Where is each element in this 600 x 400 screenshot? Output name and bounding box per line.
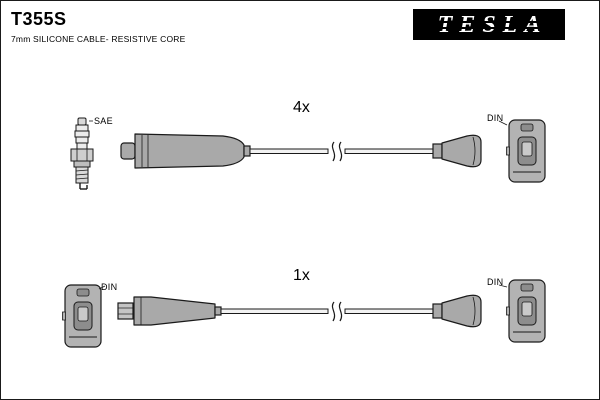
din-plug-icon (505, 119, 546, 183)
logo-stripe-icon (413, 27, 565, 29)
quantity-label-bottom: 1x (293, 267, 310, 284)
din-plug-icon (505, 279, 546, 343)
sae-label: SAE (94, 116, 113, 126)
cable-boot-top-right-icon (432, 134, 482, 168)
din-label-bottom-left: DIN (101, 282, 118, 292)
cable-top-icon (249, 141, 434, 162)
din-label-top-right: DIN (487, 113, 504, 123)
tesla-logo: TESLA (413, 9, 565, 40)
part-code: T355S (11, 9, 67, 29)
tesla-logo-text: TESLA (437, 11, 548, 38)
top-assembly-icon (70, 117, 546, 190)
break-symbol-icon (338, 301, 343, 322)
cable-boot-top-left-icon (120, 133, 251, 169)
cable-boot-bottom-left-icon (117, 296, 222, 326)
bottom-assembly-icon (61, 279, 546, 348)
break-symbol-icon (331, 141, 336, 162)
break-symbol-icon (338, 141, 343, 162)
din-label-bottom-right: DIN (487, 277, 504, 287)
logo-stripe-icon (413, 21, 565, 23)
cable-boot-bottom-right-icon (432, 294, 482, 328)
part-description: 7mm SILICONE CABLE- RESISTIVE CORE (11, 34, 186, 44)
spark-plug-icon (70, 117, 94, 190)
din-plug-icon (61, 284, 102, 348)
cable-bottom-icon (220, 301, 434, 322)
break-symbol-icon (331, 301, 336, 322)
quantity-label-top: 4x (293, 99, 310, 116)
